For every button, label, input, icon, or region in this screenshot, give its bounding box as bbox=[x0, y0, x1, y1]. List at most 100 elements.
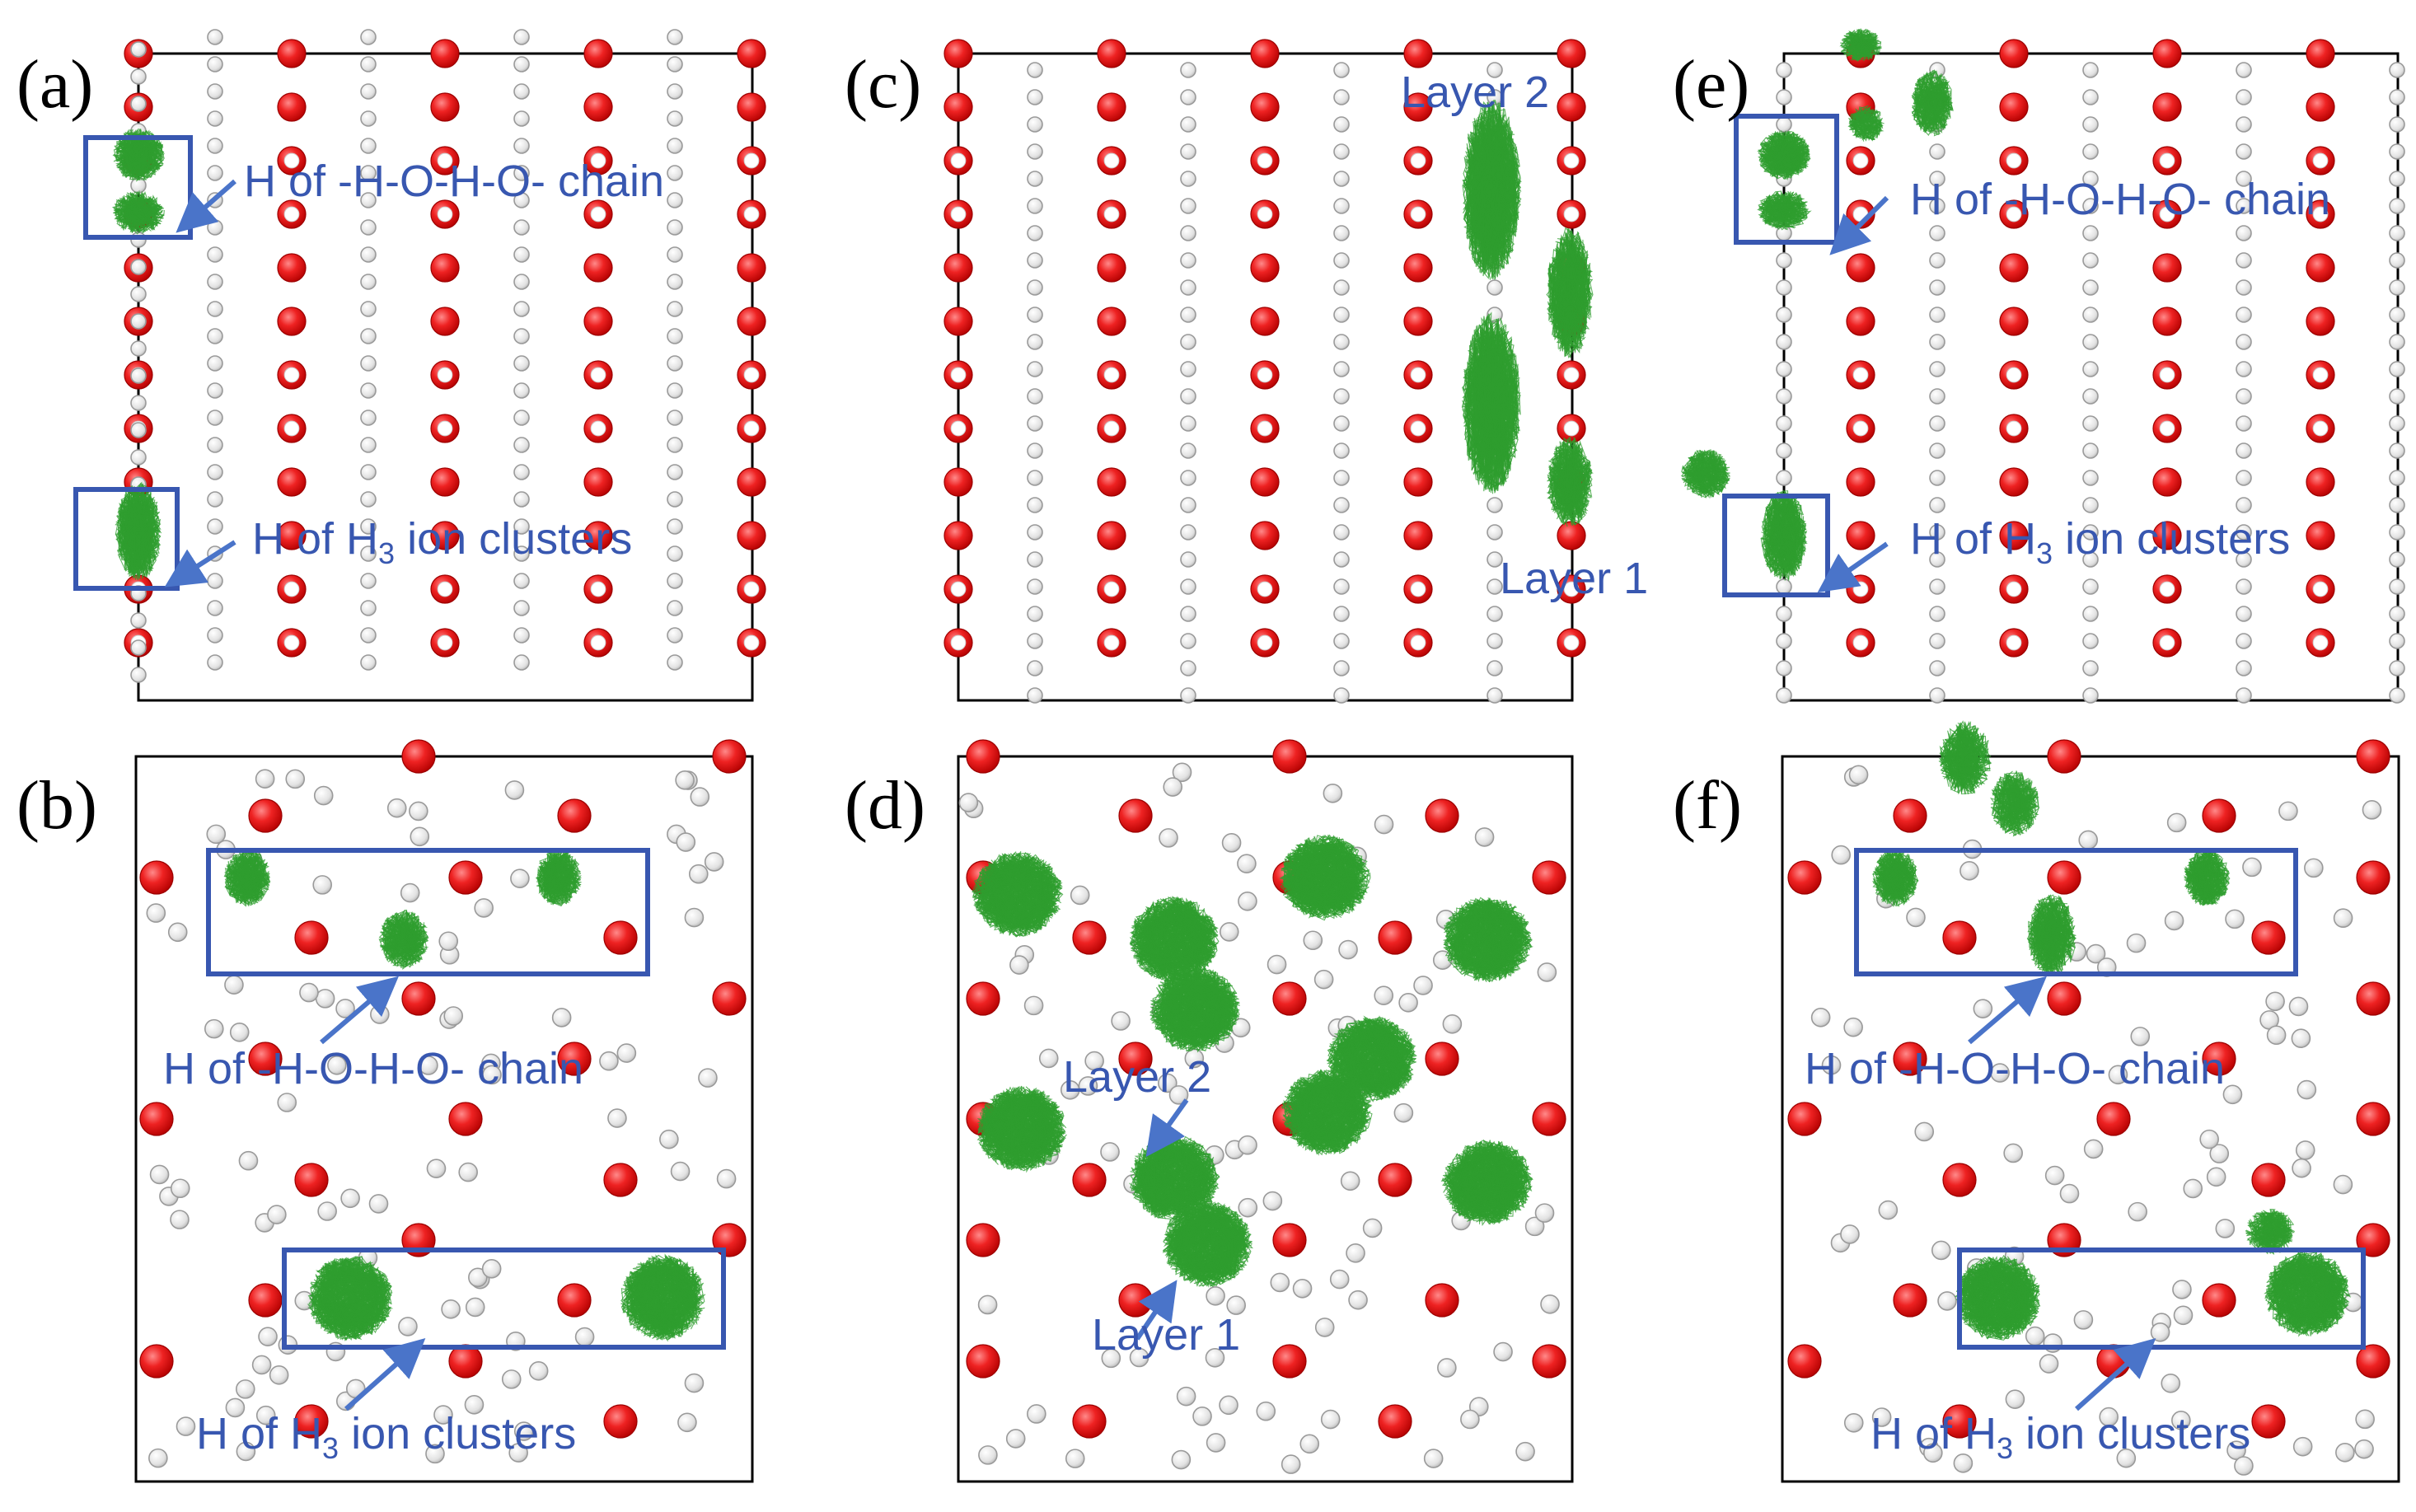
annotation-suffix: ion clusters bbox=[2013, 1409, 2250, 1458]
hydrogen-atom bbox=[1776, 62, 1792, 78]
hydrogen-atom bbox=[2236, 470, 2252, 486]
oxygen-atom bbox=[1378, 1163, 1412, 1197]
hydrogen-atom bbox=[528, 1361, 549, 1381]
oxygen-atom bbox=[1250, 521, 1280, 550]
hydrogen-atom bbox=[2236, 633, 2252, 649]
hydrogen-atom bbox=[1180, 660, 1196, 676]
oxygen-atom bbox=[1250, 307, 1280, 336]
hydrogen-atom bbox=[1333, 279, 1350, 296]
oxygen-atom bbox=[1787, 860, 1822, 895]
oxygen-atom bbox=[2306, 521, 2335, 550]
oxygen-atom bbox=[2152, 253, 2182, 283]
hydrogen-atom bbox=[340, 1188, 360, 1209]
hydrogen-atom bbox=[130, 422, 147, 438]
oxygen-ring-center bbox=[1410, 420, 1426, 437]
oxygen-atom bbox=[2306, 253, 2335, 283]
hydrogen-atom bbox=[1027, 524, 1043, 541]
hydrogen-atom bbox=[2082, 89, 2099, 105]
hydrogen-atom bbox=[1878, 1200, 1899, 1220]
hydrogen-atom bbox=[1027, 660, 1043, 676]
hydrogen-atom bbox=[667, 464, 683, 480]
hydrogen-atom bbox=[1953, 1453, 1974, 1473]
oxygen-atom bbox=[1118, 1042, 1153, 1076]
hydrogen-atom bbox=[667, 219, 683, 236]
annotation-prefix: H of bbox=[1910, 514, 2004, 564]
hydrogen-atom bbox=[667, 274, 683, 290]
annotation-main: Layer 1 bbox=[1092, 1310, 1240, 1360]
hydrogen-atom bbox=[1027, 279, 1043, 296]
hydrogen-atom bbox=[1340, 1171, 1360, 1191]
annotation-prefix: H of bbox=[244, 157, 338, 206]
hydrogen-atom bbox=[1487, 606, 1503, 622]
hydrogen-atom bbox=[2083, 1139, 2104, 1159]
annotation-suffix: ion clusters bbox=[395, 514, 632, 564]
oxygen-atom bbox=[1893, 798, 1927, 833]
hydrogen-atom bbox=[2288, 996, 2309, 1017]
hydrogen-atom bbox=[130, 286, 147, 302]
annotation-prefix: H of bbox=[1805, 1044, 1899, 1093]
highlight-box bbox=[83, 135, 193, 240]
oxygen-atom bbox=[2047, 860, 2081, 895]
oxygen-atom bbox=[737, 467, 766, 497]
h-trajectory-cloud bbox=[1680, 449, 1731, 499]
hydrogen-atom bbox=[1929, 687, 1945, 704]
h-trajectory-cloud bbox=[1990, 770, 2040, 837]
hydrogen-atom bbox=[317, 1201, 337, 1221]
oxygen-ring-center bbox=[950, 420, 967, 437]
oxygen-atom bbox=[2152, 92, 2182, 122]
hydrogen-atom bbox=[667, 410, 683, 426]
hydrogen-atom bbox=[2355, 1409, 2375, 1430]
oxygen-atom bbox=[1999, 521, 2029, 550]
hydrogen-atom bbox=[1929, 307, 1945, 323]
h-trajectory-cloud bbox=[2245, 1209, 2295, 1255]
oxygen-ring-center bbox=[743, 420, 760, 437]
hydrogen-atom bbox=[1487, 279, 1503, 296]
hydrogen-atom bbox=[1027, 633, 1043, 649]
hydrogen-atom bbox=[207, 600, 223, 616]
hydrogen-atom bbox=[2292, 1158, 2311, 1178]
hydrogen-atom bbox=[360, 355, 377, 372]
hydrogen-atom bbox=[360, 518, 377, 535]
oxygen-atom bbox=[277, 253, 307, 283]
hydrogen-atom bbox=[716, 1168, 737, 1189]
oxygen-atom bbox=[139, 1102, 174, 1136]
hydrogen-atom bbox=[1129, 1347, 1149, 1368]
hydrogen-atom bbox=[2266, 1025, 2287, 1046]
hydrogen-atom bbox=[360, 382, 377, 399]
hydrogen-atom bbox=[1929, 442, 1945, 459]
oxygen-ring-center bbox=[1410, 152, 1426, 169]
hydrogen-atom bbox=[2082, 361, 2099, 377]
oxygen-atom bbox=[1846, 253, 1875, 283]
annotation-prefix: H of bbox=[1910, 175, 2004, 224]
hydrogen-atom bbox=[1313, 969, 1334, 990]
annotation-main: -H-O-H-O- chain bbox=[1899, 1044, 2225, 1093]
oxygen-ring-center bbox=[1257, 634, 1273, 651]
hydrogen-atom bbox=[468, 1267, 488, 1288]
hydrogen-atom bbox=[2236, 279, 2252, 296]
hydrogen-atom bbox=[1333, 606, 1350, 622]
hydrogen-atom bbox=[130, 395, 147, 411]
oxygen-atom bbox=[966, 1223, 1000, 1257]
oxygen-atom bbox=[2202, 1283, 2236, 1318]
oxygen-ring-center bbox=[1257, 206, 1273, 222]
highlight-box bbox=[1854, 848, 2298, 976]
hydrogen-atom bbox=[360, 573, 377, 589]
hydrogen-atom bbox=[2130, 1027, 2151, 1046]
hydrogen-atom bbox=[251, 1355, 272, 1375]
oxygen-atom bbox=[430, 39, 460, 68]
hydrogen-atom bbox=[225, 1397, 246, 1418]
hydrogen-atom bbox=[510, 868, 530, 888]
hydrogen-atom bbox=[1038, 1048, 1059, 1069]
hydrogen-atom bbox=[2086, 943, 2106, 964]
hydrogen-atom bbox=[676, 832, 696, 852]
oxygen-ring-center bbox=[1410, 634, 1426, 651]
hydrogen-atom bbox=[1084, 1051, 1104, 1071]
hydrogen-atom bbox=[1192, 1407, 1212, 1426]
hydrogen-atom bbox=[667, 192, 683, 208]
hydrogen-atom bbox=[1219, 922, 1239, 942]
hydrogen-atom bbox=[2082, 334, 2099, 350]
h-trajectory-cloud bbox=[223, 849, 271, 907]
hydrogen-atom bbox=[1180, 225, 1196, 241]
hydrogen-atom bbox=[1929, 334, 1945, 350]
